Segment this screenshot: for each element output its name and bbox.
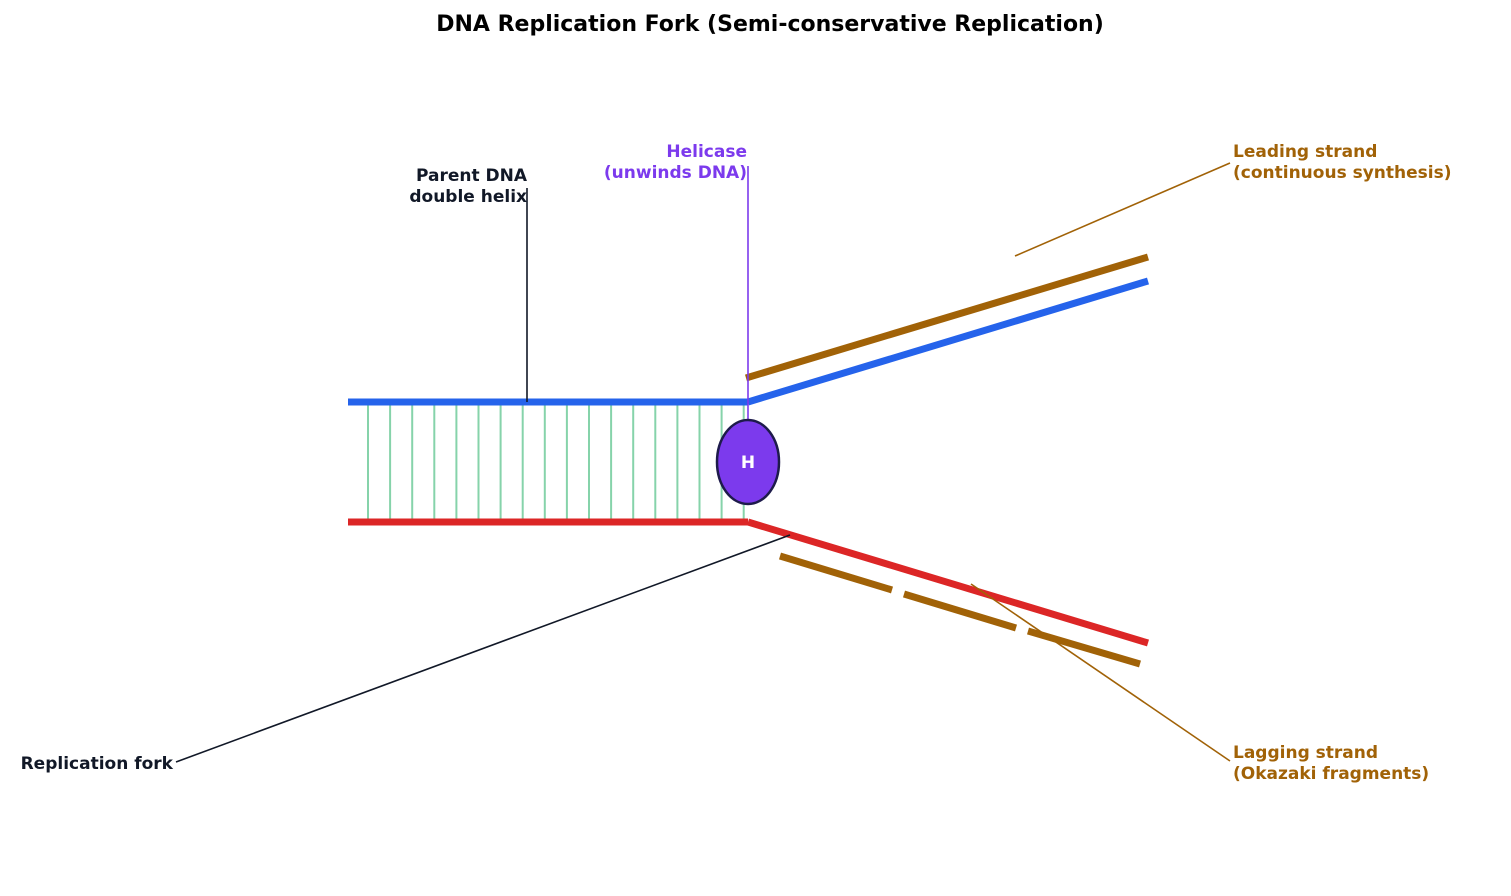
lagging-strand-fragments [778,552,1141,668]
replication-fork-label: Replication fork [21,754,174,774]
lagging-strand-label-line2: (Okazaki fragments) [1233,764,1429,784]
helicase-enzyme: H [715,418,781,506]
base-pair-rungs [367,405,745,519]
helicase-label-line2: (unwinds DNA) [604,163,747,183]
bottom-template-strand [746,518,1150,647]
okazaki-fragment [778,552,894,594]
parent-dna-label-line1: Parent DNA [416,166,528,186]
helicase-ellipse [715,418,781,506]
diagram-title: DNA Replication Fork (Semi-conservative … [436,12,1104,37]
leading-strand-label-line1: Leading strand [1233,142,1377,162]
okazaki-fragment [902,590,1018,632]
leading-strand-pointer [1014,162,1231,257]
lagging-strand-pointer [970,583,1231,762]
leading-strand [744,253,1150,382]
helicase-symbol: H [741,453,755,473]
helicase-label-line1: Helicase [666,142,747,162]
replication-fork-pointer [175,534,791,763]
top-template-strand [746,277,1150,406]
lagging-strand-label-line1: Lagging strand [1233,743,1378,763]
leading-strand-label-line2: (continuous synthesis) [1233,163,1452,183]
parent-dna-label-line2: double helix [409,187,527,207]
